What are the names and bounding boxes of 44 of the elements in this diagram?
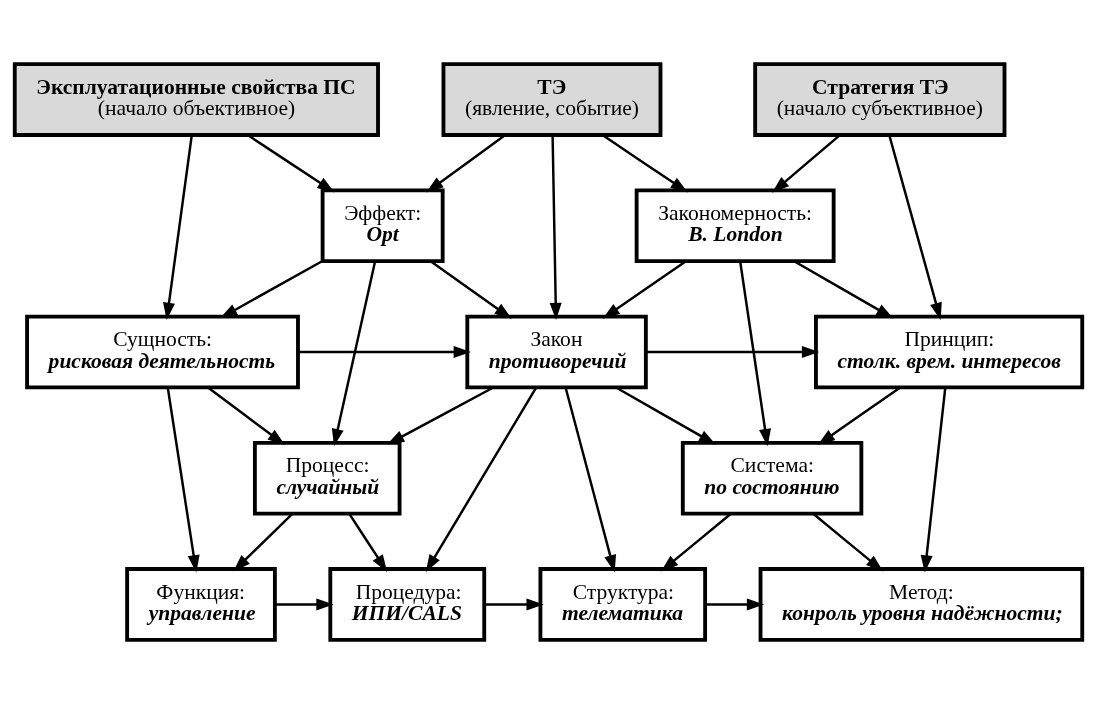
arrow: [739, 261, 771, 447]
arrow: [601, 134, 688, 193]
arrow: [705, 598, 765, 611]
node-box: Структура: телематика: [538, 567, 708, 642]
node-box: Закономерность: B. London: [634, 188, 836, 264]
node-box: Стратегия ТЭ (начало субъективное): [753, 62, 1007, 137]
arrow: [793, 260, 894, 319]
arrow: [163, 135, 193, 320]
arrow: [888, 134, 942, 320]
arrow: [331, 261, 377, 447]
node-box: Эффект: Opt: [320, 188, 445, 264]
node-box: Принцип: столк. врем. интересов: [814, 314, 1085, 390]
arrow: [247, 134, 335, 193]
arrow: [429, 260, 512, 319]
arrow: [549, 135, 562, 321]
node-box: Система: по состоянию: [680, 440, 864, 516]
arrow: [564, 387, 617, 573]
arrow: [660, 512, 732, 572]
arrow: [772, 134, 841, 193]
arrow: [484, 598, 544, 611]
node-box: Сущность: рисковая деятельность: [25, 314, 300, 390]
node-box: ТЭ (явление, событие): [441, 62, 663, 137]
node-box: Процедура: ИПИ/CALS: [328, 567, 487, 642]
arrow: [615, 386, 717, 445]
arrow: [275, 598, 334, 611]
arrow: [387, 386, 494, 445]
node-box: Процесс: случайный: [252, 440, 402, 516]
arrow: [233, 513, 293, 572]
node-box: Эксплуатационные свойства ПС (начало объективное): [12, 62, 380, 137]
node-box: Функция: управление: [125, 567, 277, 642]
arrow: [426, 134, 506, 193]
arrow: [812, 512, 884, 572]
arrow: [348, 513, 388, 572]
arrow: [602, 260, 687, 319]
node-box: Закон противоречий: [465, 314, 648, 390]
arrow: [207, 386, 285, 446]
arrow: [220, 259, 324, 319]
arrow: [920, 387, 947, 573]
arrow: [166, 387, 200, 573]
arrow: [298, 345, 471, 359]
arrow: [646, 345, 820, 359]
node-box: Метод: конроль уровня надёжности;: [758, 567, 1085, 642]
arrow: [425, 387, 538, 572]
arrow: [817, 386, 901, 445]
